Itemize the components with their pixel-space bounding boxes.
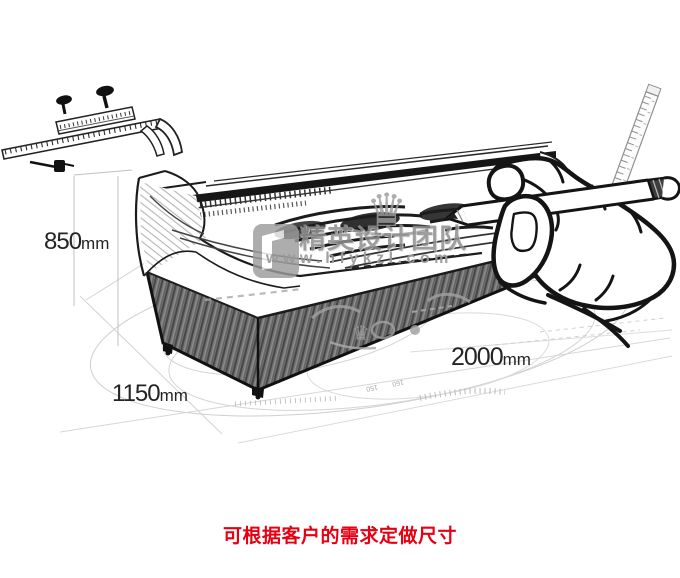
dimension-length-value: 2000 (451, 343, 504, 371)
crown-watermark-icon-small: ♛ (352, 321, 370, 345)
crown-watermark-icon: ♛ (366, 183, 407, 237)
thumb-over-pencil (486, 163, 555, 305)
ruler-sketch (609, 83, 662, 195)
dimension-height-unit: mm (81, 234, 110, 253)
dimension-length-unit: mm (502, 350, 531, 369)
watermark-brand-text: 精英设计团队 (299, 224, 467, 254)
watermark-emblem: ♛ ♛ (204, 183, 471, 350)
dimension-depth-label: 1150mm (112, 380, 188, 408)
watermark-url-text: www.hfykzl.com (266, 250, 453, 267)
display-counter-sketch (134, 140, 575, 400)
dimension-height-label: 850mm (44, 228, 109, 256)
watermark-logo (253, 224, 299, 278)
dimension-height-value: 850 (44, 228, 82, 255)
customization-note: 可根据客户的需求定做尺寸 (222, 526, 457, 547)
dimension-depth-value: 1150 (112, 380, 161, 407)
vernier-caliper-sketch (1, 85, 183, 172)
dimension-depth-unit: mm (159, 386, 188, 405)
dimension-length-label: 2000mm (451, 343, 531, 372)
